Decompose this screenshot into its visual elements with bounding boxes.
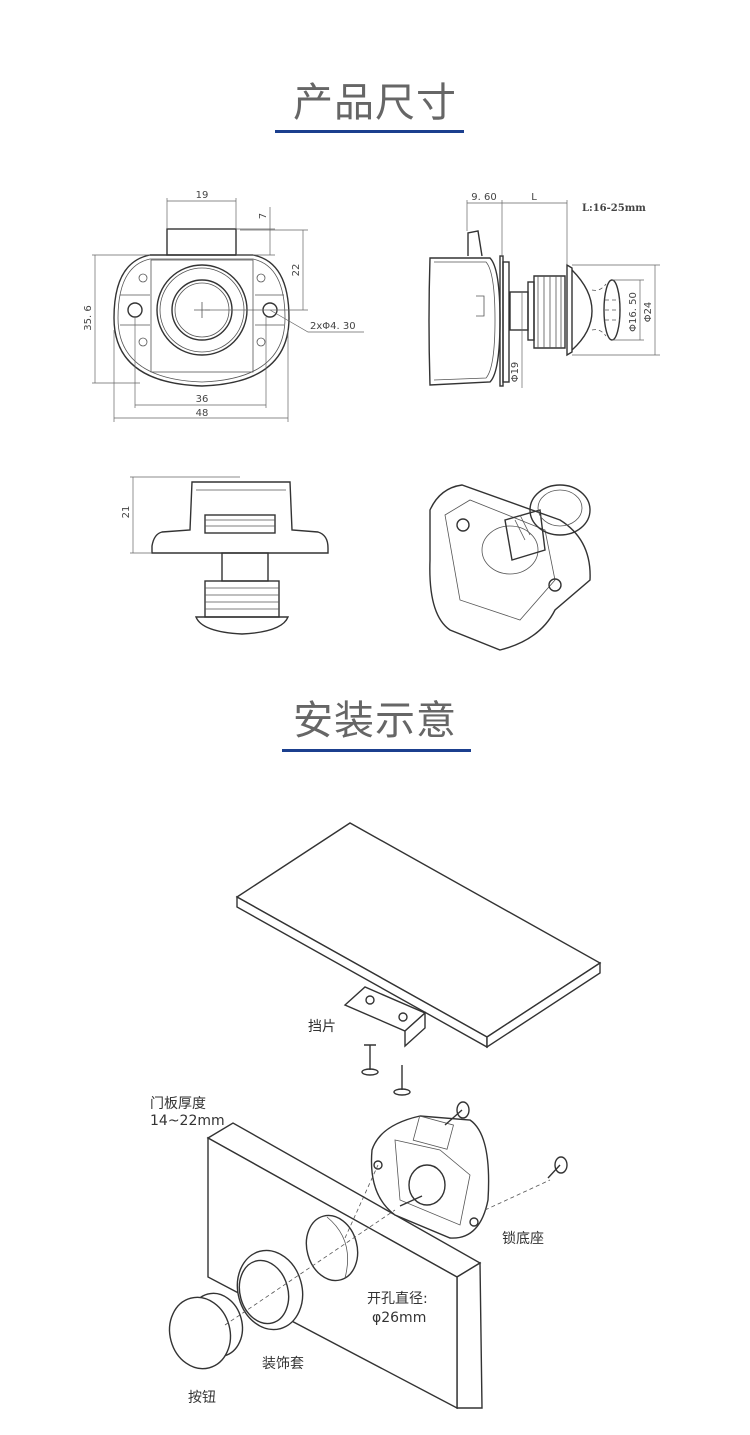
title-underline [275, 130, 464, 133]
dim-tab-height: 7 [258, 213, 269, 219]
dim-length-range: L:16-25mm [582, 203, 646, 214]
dim-offset: 9. 60 [471, 192, 496, 203]
label-hole-diameter: 开孔直径: [367, 1290, 428, 1307]
label-door-thickness: 门板厚度 [150, 1096, 206, 1112]
dim-overall-width: 48 [196, 408, 209, 419]
dim-length-label: L [531, 192, 537, 203]
label-button: 按钮 [188, 1390, 216, 1406]
iso-view-drawing [429, 484, 591, 651]
section-title-installation: 安装示意 [293, 698, 457, 744]
dim-cap-diameter: Φ24 [643, 302, 654, 323]
title-underline [282, 749, 471, 752]
bottom-view-drawing [130, 476, 329, 635]
dim-bottom-height: 21 [121, 506, 132, 519]
dim-body-height: 35. 6 [83, 305, 94, 330]
label-strike-plate: 挡片 [308, 1019, 336, 1035]
dim-hole-spacing: 36 [196, 394, 209, 405]
label-hole-diameter-value: φ26mm [372, 1310, 426, 1326]
dim-hole-spec: 2xΦ4. 30 [310, 321, 356, 332]
dim-shaft-diameter: Φ19 [510, 362, 521, 383]
dim-button-diameter: Φ16. 50 [628, 292, 639, 332]
section-title-dimensions: 产品尺寸 [293, 80, 457, 126]
label-door-thickness-value: 14~22mm [150, 1113, 225, 1129]
side-view-drawing [428, 200, 660, 388]
dim-width-top: 19 [196, 190, 209, 201]
dim-center-height: 22 [291, 264, 302, 277]
label-lock-base: 锁底座 [502, 1231, 544, 1247]
installation-diagram [168, 822, 602, 1410]
label-trim-ring: 装饰套 [262, 1356, 304, 1372]
front-view-drawing [92, 198, 364, 422]
